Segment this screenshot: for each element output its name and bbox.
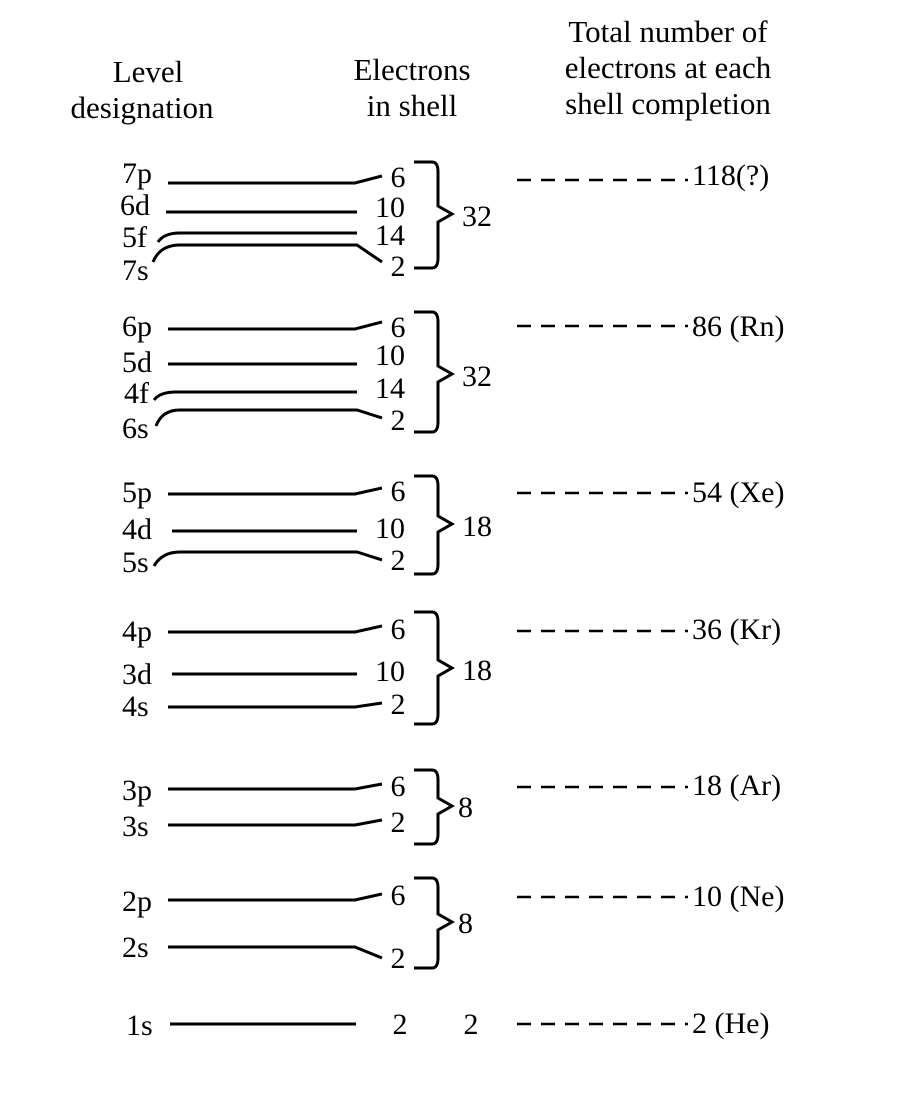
cumulative-total: 118(?) (692, 159, 769, 192)
cumulative-total: 36 (Kr) (692, 613, 781, 646)
shell-total: 32 (462, 360, 492, 393)
level-line (168, 945, 383, 960)
level-label: 1s (126, 1009, 153, 1042)
electron-count: 10 (375, 191, 405, 224)
level-line (168, 818, 383, 827)
level-label: 5s (122, 546, 149, 579)
level-line (156, 231, 357, 243)
shell-group-5: 5p 6 4d 10 5s 2 18 54 (Xe) (122, 474, 784, 579)
level-label: 3p (122, 774, 152, 807)
level-label: 2p (122, 885, 152, 918)
electron-count: 2 (393, 1008, 408, 1041)
electron-count: 14 (375, 372, 405, 405)
level-line (168, 174, 383, 185)
level-header-line-2: designation (71, 90, 214, 125)
level-label: 7p (122, 157, 152, 190)
electron-count: 2 (391, 942, 406, 975)
shell-total: 18 (462, 654, 492, 687)
shell-total: 8 (458, 907, 473, 940)
level-line (168, 782, 383, 791)
cumulative-total: 54 (Xe) (692, 476, 784, 509)
cumulative-total: 2 (He) (692, 1007, 769, 1040)
level-label: 7s (122, 254, 149, 287)
cumulative-total: 10 (Ne) (692, 880, 784, 913)
level-line (152, 550, 383, 567)
shell-bracket (414, 310, 456, 434)
level-designation-header: Level designation (71, 54, 214, 125)
shell-bracket (414, 610, 456, 726)
level-line (152, 390, 357, 401)
level-line (168, 320, 383, 331)
level-line (151, 243, 383, 264)
electron-count: 10 (375, 512, 405, 545)
level-label: 5p (122, 476, 152, 509)
electron-count: 2 (391, 688, 406, 721)
shell-bracket (414, 876, 456, 970)
electron-count: 10 (375, 339, 405, 372)
shell-group-2: 2p 6 2s 2 8 10 (Ne) (122, 876, 784, 975)
level-header-line-1: Level (113, 54, 184, 89)
level-line (168, 486, 383, 496)
cumulative-total: 18 (Ar) (692, 769, 781, 802)
level-label: 5f (122, 221, 147, 254)
level-label: 4f (124, 377, 149, 410)
level-label: 4d (122, 513, 152, 546)
electrons-header-line-1: Electrons (353, 52, 470, 87)
level-label: 2s (122, 931, 149, 964)
shell-total: 18 (462, 510, 492, 543)
level-line (168, 701, 383, 709)
level-line (168, 624, 383, 634)
shell-bracket (414, 474, 456, 576)
shell-group-1: 1s 2 2 2 (He) (126, 1007, 769, 1042)
level-label: 5d (122, 346, 152, 379)
total-electrons-header: Total number of electrons at each shell … (565, 14, 772, 121)
electron-count: 2 (391, 250, 406, 283)
level-label: 6d (120, 189, 150, 222)
shell-group-6: 6p 6 5d 10 4f 14 6s 2 32 86 (Rn) (122, 310, 785, 445)
shell-total: 2 (464, 1008, 479, 1041)
electron-count: 6 (391, 770, 406, 803)
level-line (168, 892, 383, 902)
shell-total: 8 (458, 791, 473, 824)
shell-group-4: 4p 6 3d 10 4s 2 18 36 (Kr) (122, 610, 781, 726)
electron-count: 10 (375, 655, 405, 688)
electron-count: 6 (391, 613, 406, 646)
level-label: 6p (122, 310, 152, 343)
level-label: 6s (122, 412, 149, 445)
electrons-header-line-2: in shell (367, 88, 457, 123)
shell-group-3: 3p 6 3s 2 8 18 (Ar) (122, 768, 781, 846)
total-header-line-2: electrons at each (565, 50, 772, 85)
electrons-in-shell-header: Electrons in shell (353, 52, 470, 123)
level-label: 3d (122, 658, 152, 691)
shell-bracket (414, 768, 456, 846)
shell-group-7: 7p 6 6d 10 5f 14 7s 2 32 118(?) (120, 157, 769, 287)
total-header-line-3: shell completion (565, 86, 771, 121)
level-line (154, 408, 383, 427)
cumulative-total: 86 (Rn) (692, 310, 785, 343)
electron-count: 6 (391, 879, 406, 912)
electron-count: 2 (391, 806, 406, 839)
total-header-line-1: Total number of (568, 14, 768, 49)
electron-count: 14 (375, 219, 405, 252)
electron-count: 6 (391, 311, 406, 344)
electron-count: 2 (391, 544, 406, 577)
level-label: 4p (122, 615, 152, 648)
electron-count: 6 (391, 161, 406, 194)
electron-count: 2 (391, 404, 406, 437)
shell-total: 32 (462, 200, 492, 233)
electron-count: 6 (391, 475, 406, 508)
shell-bracket (414, 160, 456, 270)
level-label: 3s (122, 810, 149, 843)
level-label: 4s (122, 690, 149, 723)
